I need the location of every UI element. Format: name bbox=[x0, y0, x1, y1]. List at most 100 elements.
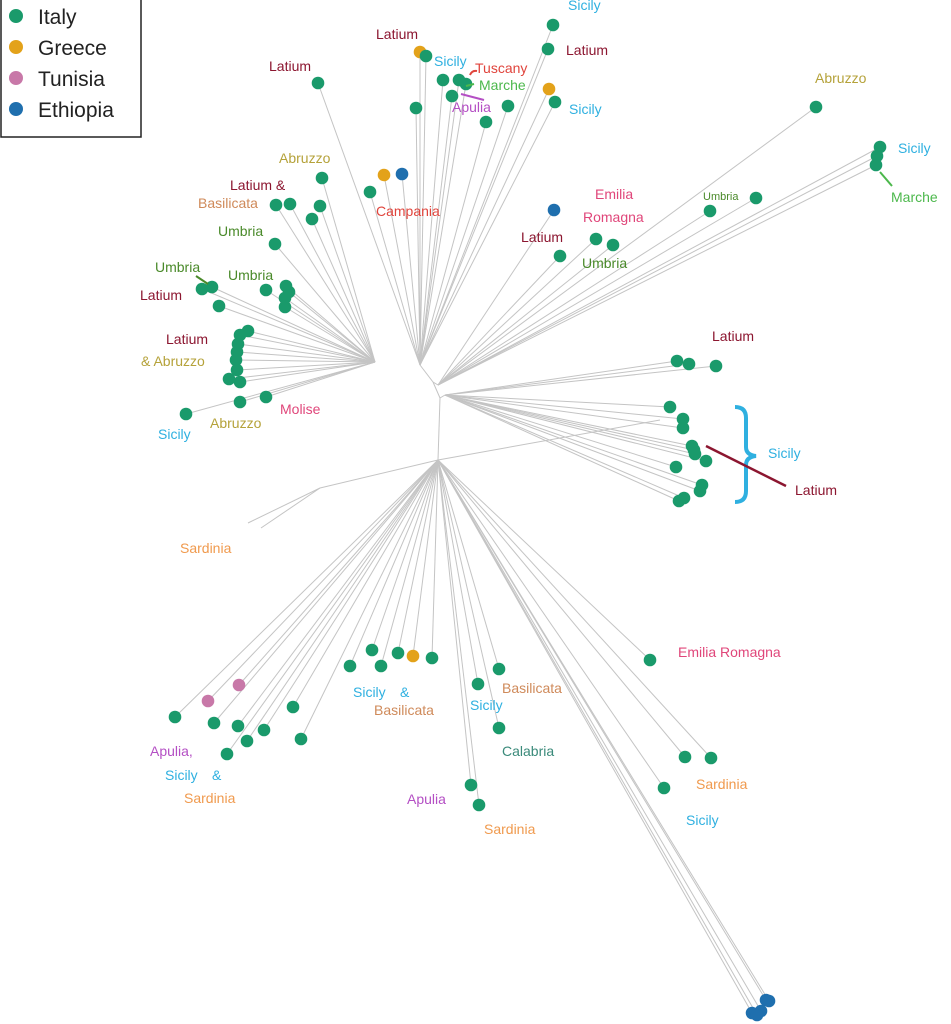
label-emilia-romagna: Emilia Romagna bbox=[678, 644, 781, 660]
legend: Italy Greece Tunisia Ethiopia bbox=[0, 0, 142, 138]
label-latium: Latium & bbox=[230, 177, 286, 193]
label-sicily: Sicily bbox=[165, 767, 198, 783]
tip-italy bbox=[678, 750, 692, 764]
tree-branch bbox=[437, 255, 561, 386]
tree-branch bbox=[369, 191, 421, 366]
tree-branch bbox=[218, 305, 376, 363]
tip-italy bbox=[305, 212, 319, 226]
tree-branch bbox=[419, 48, 549, 366]
tip-italy bbox=[268, 237, 282, 251]
label-sicily: Sicily bbox=[158, 426, 191, 442]
latium-pointer bbox=[705, 444, 787, 488]
tip-italy bbox=[436, 73, 450, 87]
label-latium: Latium bbox=[566, 42, 608, 58]
tree-branch bbox=[444, 360, 678, 396]
tree-branch bbox=[437, 197, 757, 386]
tree-branch bbox=[432, 381, 441, 399]
tree-tips bbox=[168, 18, 887, 1022]
label-umbria: Umbria bbox=[155, 259, 200, 275]
tree-branch bbox=[401, 173, 421, 366]
label-sicily: Sicily bbox=[434, 53, 467, 69]
tree-branch bbox=[185, 361, 376, 415]
tip-italy bbox=[541, 42, 555, 56]
tip-italy bbox=[606, 238, 620, 252]
tree-branch bbox=[419, 105, 509, 366]
tree-branch bbox=[265, 361, 376, 398]
tip-italy bbox=[179, 407, 193, 421]
tree-branch bbox=[431, 459, 439, 659]
tip-greece bbox=[377, 168, 391, 182]
tree-branch bbox=[437, 210, 711, 386]
tip-italy bbox=[425, 651, 439, 665]
tree-branch bbox=[437, 164, 877, 386]
tip-italy bbox=[363, 185, 377, 199]
tree-branch bbox=[238, 459, 439, 686]
label-latium: Latium bbox=[269, 58, 311, 74]
tip-italy bbox=[553, 249, 567, 263]
label-latium: Latium bbox=[795, 482, 837, 498]
tree-branch bbox=[284, 297, 376, 363]
label-latium: Latium bbox=[376, 26, 418, 42]
legend-label-italy: Italy bbox=[38, 6, 77, 29]
tree-branches bbox=[174, 24, 881, 1016]
tree-branch bbox=[444, 394, 693, 447]
tip-italy bbox=[472, 798, 486, 812]
tip-italy bbox=[229, 353, 243, 367]
tip-ethiopia bbox=[547, 203, 561, 217]
label-abruzzo: & Abruzzo bbox=[141, 353, 205, 369]
tip-italy bbox=[672, 494, 686, 508]
tree-branch bbox=[444, 394, 695, 451]
tip-italy bbox=[688, 447, 702, 461]
tip-italy bbox=[195, 282, 209, 296]
tree-branch bbox=[437, 155, 878, 386]
tree-branch bbox=[371, 459, 439, 651]
tip-italy bbox=[205, 280, 219, 294]
label-sicily: Sicily bbox=[569, 101, 602, 117]
marche-center-pointer bbox=[465, 83, 475, 87]
tree-branch bbox=[444, 394, 671, 408]
tip-italy bbox=[374, 659, 388, 673]
umbria-pointer bbox=[195, 275, 209, 285]
apulia-pointer bbox=[460, 93, 485, 101]
legend-marker-greece bbox=[9, 40, 23, 54]
legend-marker-ethiopia bbox=[9, 102, 23, 116]
tip-greece bbox=[542, 82, 556, 96]
tip-italy bbox=[693, 484, 707, 498]
tip-italy bbox=[269, 198, 283, 212]
tuscany-pointer bbox=[469, 69, 478, 76]
tree-branch bbox=[437, 209, 555, 386]
tree-branch bbox=[437, 459, 651, 661]
label-latium: Latium bbox=[140, 287, 182, 303]
tip-italy bbox=[501, 99, 515, 113]
tip-italy bbox=[419, 49, 433, 63]
tip-italy bbox=[313, 199, 327, 213]
tree-branch bbox=[437, 459, 479, 685]
tree-branch bbox=[437, 459, 758, 1016]
region-labels: Sicily Latium Sicily Tuscany Latium Marc… bbox=[140, 0, 938, 837]
legend-marker-italy bbox=[9, 9, 23, 23]
tree-branch bbox=[432, 381, 439, 386]
tree-branch bbox=[444, 394, 677, 468]
label-calabria: Calabria bbox=[502, 743, 554, 759]
label-marche: Marche bbox=[479, 77, 526, 93]
tree-branch bbox=[437, 459, 753, 1014]
label-basilicata: Basilicata bbox=[198, 195, 258, 211]
tip-italy bbox=[471, 677, 485, 691]
tree-branch bbox=[437, 238, 597, 386]
tree-branch bbox=[444, 394, 703, 486]
tip-italy bbox=[294, 732, 308, 746]
tip-tunisia bbox=[232, 678, 246, 692]
tree-branch bbox=[419, 55, 427, 366]
tip-italy bbox=[663, 400, 677, 414]
tip-italy bbox=[240, 734, 254, 748]
tree-branch bbox=[247, 487, 321, 524]
tip-tunisia bbox=[201, 694, 215, 708]
tree-branch bbox=[437, 106, 817, 386]
tree-branch bbox=[260, 487, 321, 529]
tree-branch bbox=[419, 101, 556, 366]
tip-greece bbox=[406, 649, 420, 663]
tip-italy bbox=[222, 372, 236, 386]
tip-italy bbox=[365, 643, 379, 657]
sicily-bracket bbox=[734, 405, 757, 504]
label-umbria: Umbria bbox=[218, 223, 263, 239]
